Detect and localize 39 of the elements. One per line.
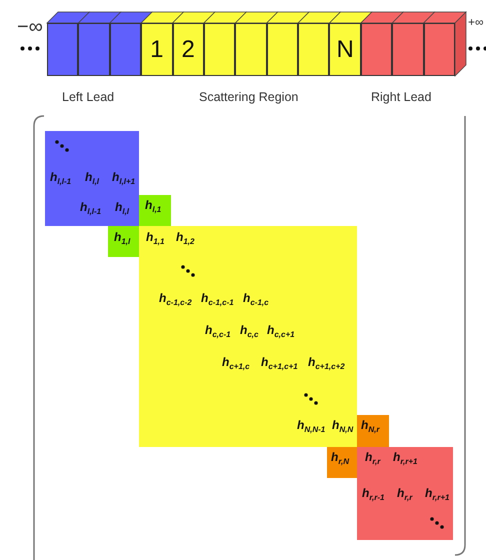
matrix-element: h$_{r,r+1}$ [393, 450, 418, 468]
matrix-block [327, 447, 357, 478]
region-label: Left Lead [62, 90, 114, 104]
region-label: Right Lead [371, 90, 432, 104]
matrix-element: h$_{1,2}$ [176, 230, 194, 248]
region-label: Scattering Region [199, 90, 298, 104]
matrix-element: h$_{c,c}$ [240, 323, 258, 341]
matrix-block [357, 447, 453, 540]
matrix-block [139, 226, 357, 447]
matrix-element: h$_{r,r}$ [365, 450, 380, 468]
matrix-element: h$_{r,r}$ [397, 486, 412, 504]
matrix-element: h$_{r,r-1}$ [362, 486, 384, 504]
matrix-block [357, 415, 389, 447]
matrix-element: h$_{r,r+1}$ [425, 486, 450, 504]
matrix-element: h$_{1,l}$ [114, 230, 130, 248]
matrix-element: h$_{r,N}$ [331, 450, 350, 468]
matrix-block [45, 131, 139, 226]
matrix-element: h$_{c,c-1}$ [205, 323, 231, 341]
matrix-block [108, 226, 139, 257]
matrix-element: h$_{l,l}$ [115, 200, 130, 218]
matrix-element: h$_{l,l}$ [85, 170, 100, 188]
matrix-element: h$_{c-1,c-2}$ [159, 291, 192, 309]
matrix-element: h$_{N,r}$ [361, 418, 380, 436]
plus-infinity-label: +∞ [468, 15, 484, 29]
matrix-element: h$_{1,1}$ [146, 230, 164, 248]
matrix-element: h$_{l,1}$ [145, 198, 162, 216]
matrix-element: h$_{c+1,c+1}$ [261, 355, 298, 373]
matrix-element: h$_{c-1,c-1}$ [201, 291, 234, 309]
matrix-element: h$_{N,N-1}$ [297, 418, 326, 436]
matrix-element: h$_{c+1,c+2}$ [308, 355, 345, 373]
matrix-element: h$_{l,l-1}$ [80, 200, 102, 218]
matrix-element: h$_{N,N}$ [332, 418, 354, 436]
minus-infinity-label: −∞ [17, 16, 43, 39]
matrix-element: h$_{c,c+1}$ [267, 323, 295, 341]
matrix-element: h$_{l,l+1}$ [112, 170, 136, 188]
matrix-element: h$_{c-1,c}$ [243, 291, 269, 309]
matrix-element: h$_{l,l-1}$ [50, 170, 72, 188]
matrix-element: h$_{c+1,c}$ [222, 355, 250, 373]
matrix-block [139, 195, 171, 226]
